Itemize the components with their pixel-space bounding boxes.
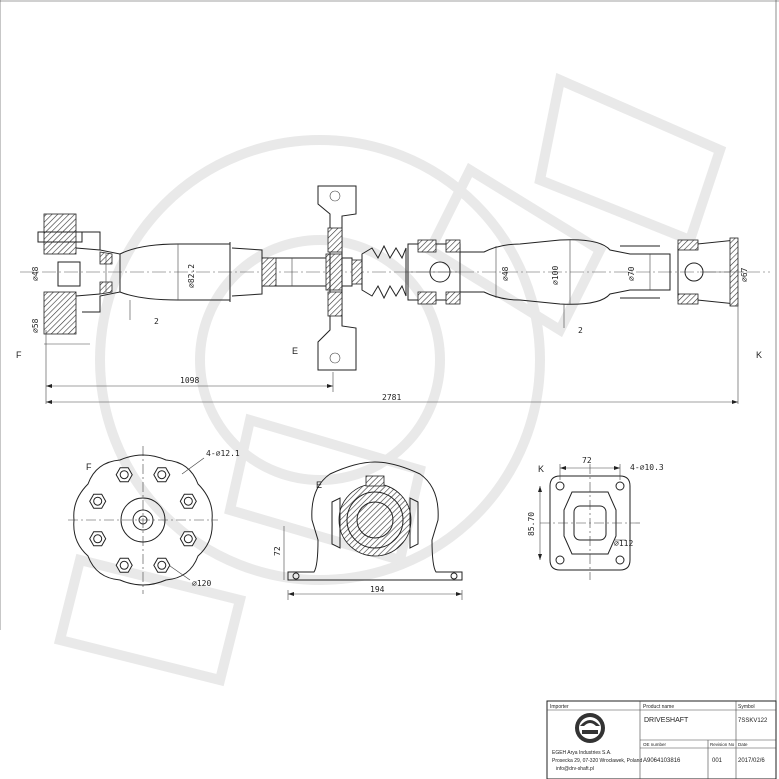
right-end-label: K — [756, 350, 762, 360]
date-header: Date — [738, 742, 748, 747]
product-header: Product name — [643, 704, 674, 710]
dim-dia-58: ⌀58 — [31, 318, 40, 333]
flex-coupling-bolts — [89, 467, 197, 573]
bearing-view-label: E — [316, 480, 322, 490]
flex-disc-upper — [43, 213, 77, 255]
left-end-label: F — [16, 350, 22, 360]
importer-address: Prosecka 29, 07-320 Wrocławek, Poland — [552, 758, 642, 764]
dim-dia-48b: ⌀48 — [501, 266, 510, 281]
date-value: 2017/02/6 — [738, 758, 765, 764]
yoke-pcd-dim: ⌀112 — [614, 539, 633, 548]
symbol-value: 7SSKV122 — [738, 718, 768, 724]
bolt-hole — [119, 470, 129, 480]
bearing-width-dim: 194 — [370, 585, 385, 594]
bolt-head-icon — [115, 467, 133, 483]
shaft-side-view — [20, 185, 770, 404]
bolt-head-icon — [179, 493, 197, 509]
bolt-hole — [93, 496, 103, 506]
flange-pcd-dim: ⌀120 — [192, 579, 211, 588]
importer-logo — [575, 713, 605, 743]
importer-header: Importer — [550, 704, 569, 710]
flex-disc-lower — [43, 291, 77, 335]
bolt-hole — [157, 560, 167, 570]
yoke-side-dim: 85.70 — [527, 512, 536, 536]
oe-number: A9064103816 — [643, 758, 681, 764]
dim-length-total: 2781 — [382, 393, 401, 402]
flex-coupling-front-view — [68, 446, 218, 594]
product-name: DRIVESHAFT — [644, 717, 689, 724]
bolt-hole — [157, 470, 167, 480]
rear-flange-front-view — [538, 464, 640, 580]
bolt-hole — [183, 534, 193, 544]
mid-section-label: E — [292, 346, 298, 356]
dim-dia-100: ⌀100 — [551, 266, 560, 285]
bolt-head-icon — [179, 531, 197, 547]
dim-dia-48: ⌀48 — [31, 266, 40, 281]
yoke-top-dim: 72 — [582, 456, 592, 465]
yoke-holes-dim: 4-⌀10.3 — [630, 463, 664, 472]
title-block — [546, 700, 777, 779]
rear-ujoint — [677, 237, 744, 307]
dim-length-1098: 1098 — [180, 376, 199, 385]
flange-view-label: F — [86, 462, 92, 472]
center-bearing — [317, 185, 357, 371]
dim-wall-thickness-a: 2 — [154, 317, 159, 326]
bolt-head-icon — [153, 467, 171, 483]
bolt-head-icon — [115, 557, 133, 573]
symbol-header: Symbol — [738, 704, 755, 710]
watermark — [53, 72, 727, 687]
dim-wall-thickness-b: 2 — [578, 326, 583, 335]
revision-header: Revision No — [710, 742, 735, 747]
revision-value: 001 — [712, 758, 723, 764]
bearing-height-dim: 72 — [273, 546, 282, 556]
oe-header: OE number — [643, 742, 667, 747]
bolt-head-icon — [89, 531, 107, 547]
importer-name: EGEH Arya Industries S.A. — [552, 750, 611, 756]
bolt-hole — [183, 496, 193, 506]
bolt-head-icon — [89, 493, 107, 509]
bolt-hole — [93, 534, 103, 544]
center-bearing-front-view — [283, 461, 463, 600]
importer-contact: info@drv-shaft.pl — [556, 766, 594, 772]
flange-holes-dim: 4-⌀12.1 — [206, 449, 240, 458]
bolt-hole — [119, 560, 129, 570]
dim-dia-70: ⌀70 — [627, 266, 636, 281]
bolt-head-icon — [153, 557, 171, 573]
center-ujoint — [407, 239, 461, 305]
yoke-view-label: K — [538, 464, 544, 474]
dim-dia-67: ⌀67 — [740, 267, 749, 282]
dim-dia-82: ⌀82.2 — [187, 264, 196, 288]
